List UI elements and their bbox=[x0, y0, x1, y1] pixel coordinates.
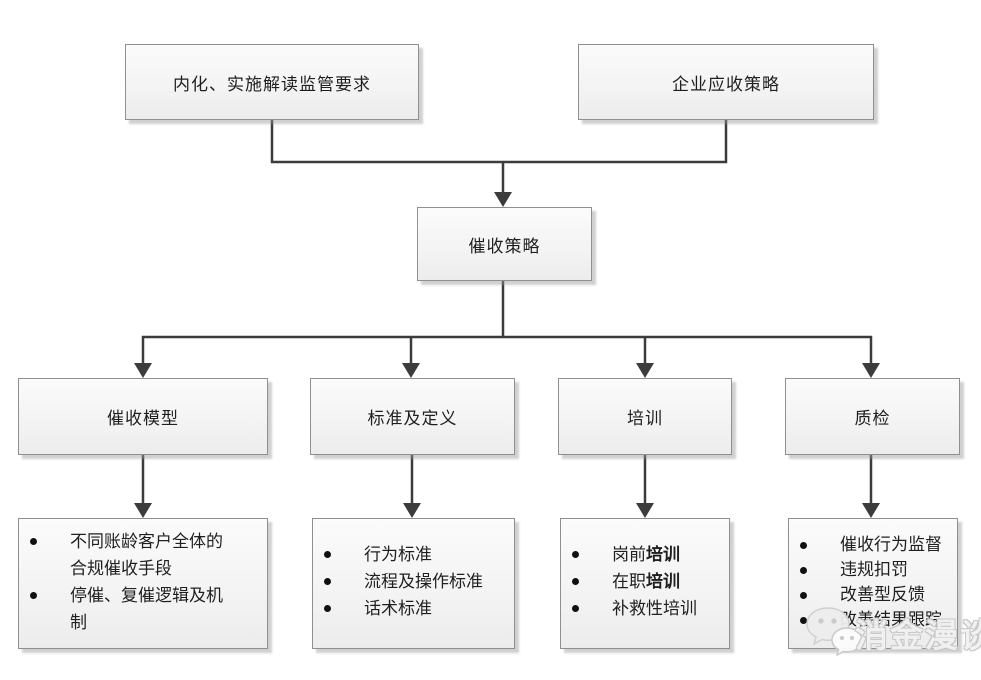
bullet-item: 话术标准 bbox=[321, 595, 510, 622]
bullet-dot bbox=[27, 582, 70, 599]
node-regulatory-requirements: 内化、实施解读监管要求 bbox=[125, 44, 419, 120]
bullet-dot bbox=[321, 541, 364, 558]
arrowhead-strategy bbox=[494, 192, 512, 207]
node-label: 培训 bbox=[627, 409, 663, 428]
bullet-text: 话术标准 bbox=[364, 599, 432, 618]
node-label: 企业应收策略 bbox=[672, 74, 780, 94]
bullet-dot bbox=[569, 541, 612, 558]
bullet-item: 行为标准 bbox=[321, 541, 510, 568]
node-label: 内化、实施解读监管要求 bbox=[173, 74, 371, 94]
node-label: 催收策略 bbox=[468, 236, 541, 256]
bullet-list: 不同账龄客户全体的合规催收手段停催、复催逻辑及机制 bbox=[27, 528, 239, 636]
bullet-dot bbox=[797, 557, 840, 574]
arrowhead-model bbox=[134, 363, 152, 378]
bullet-dot bbox=[27, 528, 70, 545]
bullet-text: 不同账龄客户全体的合规催收手段 bbox=[70, 531, 223, 578]
bullet-item: 不同账龄客户全体的合规催收手段 bbox=[27, 528, 239, 582]
connector-top-merge bbox=[270, 120, 728, 164]
detail-standards-definitions: 行为标准流程及操作标准话术标准 bbox=[312, 518, 515, 649]
bullet-dot bbox=[321, 595, 364, 612]
watermark: 消金漫谈 bbox=[803, 604, 981, 662]
bullet-dot bbox=[569, 595, 612, 612]
node-standards-definitions: 标准及定义 bbox=[310, 378, 515, 455]
bullet-item: 停催、复催逻辑及机制 bbox=[27, 582, 239, 636]
bullet-dot bbox=[569, 568, 612, 585]
bullet-text: 停催、复催逻辑及机制 bbox=[70, 585, 223, 632]
bullet-item: 流程及操作标准 bbox=[321, 568, 510, 595]
node-collection-model: 催收模型 bbox=[18, 378, 268, 455]
bullet-list: 岗前培训在职培训补救性培训 bbox=[569, 541, 725, 622]
node-collection-strategy: 催收策略 bbox=[417, 207, 592, 281]
arrowhead-model-detail bbox=[134, 503, 152, 518]
detail-quality-check: 催收行为监督违规扣罚改善型反馈改善结果跟踪 bbox=[788, 518, 958, 649]
arrowhead-qa bbox=[862, 363, 880, 378]
bullet-item: 岗前培训 bbox=[569, 541, 725, 568]
bullet-item: 违规扣罚 bbox=[797, 557, 953, 582]
node-receivable-strategy: 企业应收策略 bbox=[578, 44, 874, 120]
node-quality-check: 质检 bbox=[785, 378, 960, 455]
arrowhead-standards bbox=[402, 363, 420, 378]
bullet-text: 岗前培训 bbox=[612, 545, 680, 564]
bullet-text: 改善结果跟踪 bbox=[840, 609, 942, 629]
watermark-text: 消金漫谈 bbox=[855, 619, 981, 655]
bullet-text: 改善型反馈 bbox=[840, 584, 925, 604]
node-label: 催收模型 bbox=[107, 409, 179, 428]
bullet-item: 改善型反馈 bbox=[797, 582, 953, 607]
arrowhead-training-detail bbox=[636, 503, 654, 518]
node-training: 培训 bbox=[558, 378, 732, 455]
connector-fanout-rail bbox=[141, 335, 873, 365]
wechat-bubbles-icon bbox=[806, 607, 863, 657]
detail-training: 岗前培训在职培训补救性培训 bbox=[560, 518, 730, 649]
bullet-item: 催收行为监督 bbox=[797, 532, 953, 557]
bullet-dot bbox=[797, 532, 840, 549]
bullet-dot bbox=[797, 582, 840, 599]
bullet-dot bbox=[321, 568, 364, 585]
arrowhead-training bbox=[636, 363, 654, 378]
bullet-text: 流程及操作标准 bbox=[364, 572, 483, 591]
bullet-text: 违规扣罚 bbox=[840, 559, 908, 579]
bullet-text: 催收行为监督 bbox=[840, 534, 942, 554]
bullet-text: 补救性培训 bbox=[612, 599, 697, 618]
bullet-item: 改善结果跟踪 bbox=[797, 607, 953, 632]
bullet-item: 在职培训 bbox=[569, 568, 725, 595]
bullet-text: 行为标准 bbox=[364, 545, 432, 564]
arrowhead-standards-detail bbox=[403, 503, 421, 518]
node-label: 标准及定义 bbox=[367, 409, 458, 428]
detail-collection-model: 不同账龄客户全体的合规催收手段停催、复催逻辑及机制 bbox=[18, 518, 268, 649]
bullet-list: 催收行为监督违规扣罚改善型反馈改善结果跟踪 bbox=[797, 532, 953, 632]
bullet-list: 行为标准流程及操作标准话术标准 bbox=[321, 541, 510, 622]
bullet-text: 在职培训 bbox=[612, 572, 680, 591]
node-label: 质检 bbox=[854, 409, 891, 428]
arrowhead-qa-detail bbox=[862, 503, 880, 518]
bullet-item: 补救性培训 bbox=[569, 595, 725, 622]
